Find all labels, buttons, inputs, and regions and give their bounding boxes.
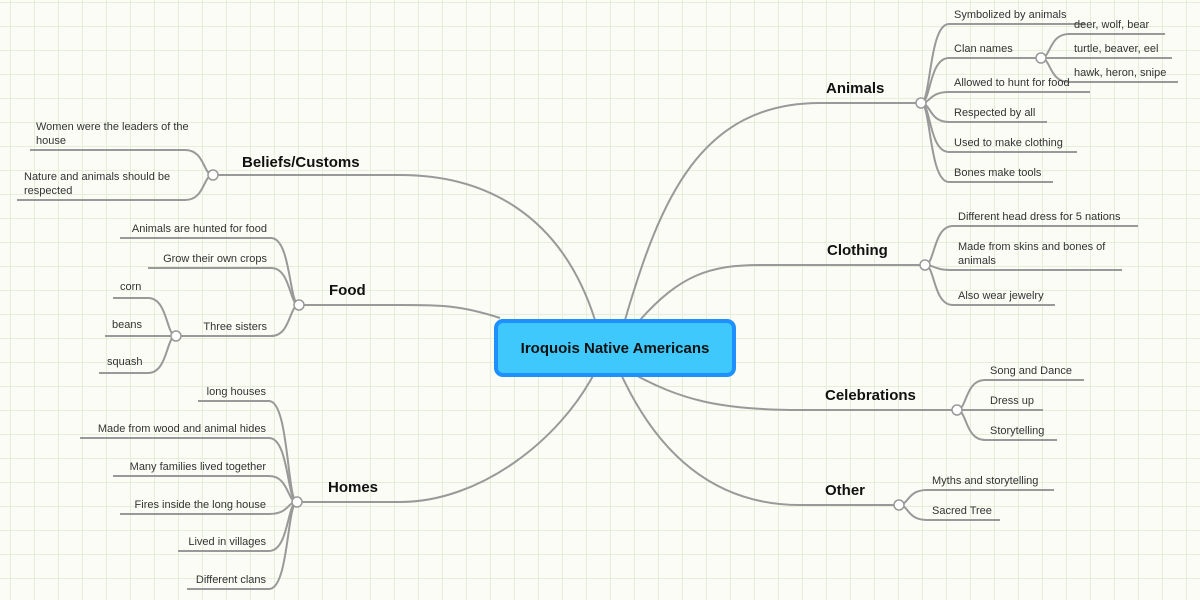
collapse-toggle[interactable] — [293, 299, 305, 311]
topic-label[interactable]: long houses — [206, 386, 266, 398]
topic-label[interactable]: Song and Dance — [990, 365, 1072, 377]
topic-label[interactable]: Different clans — [195, 574, 266, 586]
collapse-toggle[interactable] — [170, 330, 182, 342]
collapse-toggle[interactable] — [291, 496, 303, 508]
branch-label[interactable]: Clothing — [827, 242, 888, 259]
child-connector — [920, 91, 1090, 104]
topic-label[interactable]: Symbolized by animals — [954, 9, 1067, 21]
topic-label[interactable]: Nature and animals should be respected — [24, 171, 171, 197]
topic-label[interactable]: Animals are hunted for food — [131, 223, 267, 235]
topic-label[interactable]: Allowed to hunt for food — [954, 77, 1070, 89]
branch-label[interactable]: Celebrations — [825, 387, 916, 404]
topic-label[interactable]: Fires inside the long house — [134, 499, 266, 511]
topic-label[interactable]: Also wear jewelry — [958, 290, 1044, 302]
branch-connector-food — [299, 304, 501, 319]
collapse-toggle[interactable] — [951, 404, 963, 416]
topic-label[interactable]: hawk, heron, snipe — [1074, 67, 1167, 79]
topic-label[interactable]: Different head dress for 5 nations — [958, 211, 1121, 223]
branch-connector-other — [619, 371, 899, 506]
collapse-toggle[interactable] — [919, 259, 931, 271]
topic-label[interactable]: Used to make clothing — [954, 137, 1063, 149]
topic-label[interactable]: Sacred Tree — [932, 505, 992, 517]
topic-label[interactable]: Myths and storytelling — [932, 475, 1039, 487]
central-topic[interactable]: Iroquois Native Americans — [494, 319, 736, 377]
collapse-toggle[interactable] — [207, 169, 219, 181]
child-connector — [898, 489, 1054, 506]
central-topic-label: Iroquois Native Americans — [520, 339, 710, 357]
collapse-toggle[interactable] — [1035, 52, 1047, 64]
topic-label[interactable]: Three sisters — [203, 321, 267, 333]
topic-label[interactable]: Grow their own crops — [163, 253, 267, 265]
topic-label[interactable]: beans — [112, 319, 142, 331]
topic-label[interactable]: corn — [120, 281, 142, 293]
topic-label[interactable]: Made from wood and animal hides — [97, 423, 266, 435]
branch-connector-homes — [297, 371, 596, 503]
branch-label[interactable]: Food — [329, 282, 366, 299]
collapse-toggle[interactable] — [915, 97, 927, 109]
branch-label[interactable]: Beliefs/Customs — [242, 154, 360, 171]
topic-label[interactable]: squash — [107, 356, 143, 368]
collapse-toggle[interactable] — [893, 499, 905, 511]
topic-label[interactable]: Lived in villages — [188, 536, 266, 548]
topic-label[interactable]: Dress up — [990, 395, 1035, 407]
topic-label[interactable]: deer, wolf, bear — [1074, 19, 1150, 31]
topic-label[interactable]: Women were the leaders of the house — [36, 121, 189, 147]
topic-label[interactable]: Respected by all — [954, 107, 1036, 119]
topic-label[interactable]: Made from skins and bones of animals — [958, 241, 1106, 267]
branch-label[interactable]: Other — [825, 482, 866, 499]
branch-connector-clothing — [639, 264, 925, 321]
branch-label[interactable]: Homes — [328, 479, 379, 496]
branch-connector-celebrations — [629, 371, 957, 411]
topic-label[interactable]: Storytelling — [990, 425, 1045, 437]
child-connector — [148, 267, 300, 306]
child-connector — [120, 237, 300, 306]
topic-label[interactable]: Many families lived together — [129, 461, 266, 473]
topic-label[interactable]: Bones make tools — [954, 167, 1042, 179]
branch-label[interactable]: Animals — [826, 80, 885, 97]
branch-connector-animals — [624, 102, 921, 321]
branch-connector-beliefs — [213, 174, 596, 321]
topic-label[interactable]: Clan names — [954, 43, 1013, 55]
topic-label[interactable]: turtle, beaver, eel — [1074, 43, 1159, 55]
